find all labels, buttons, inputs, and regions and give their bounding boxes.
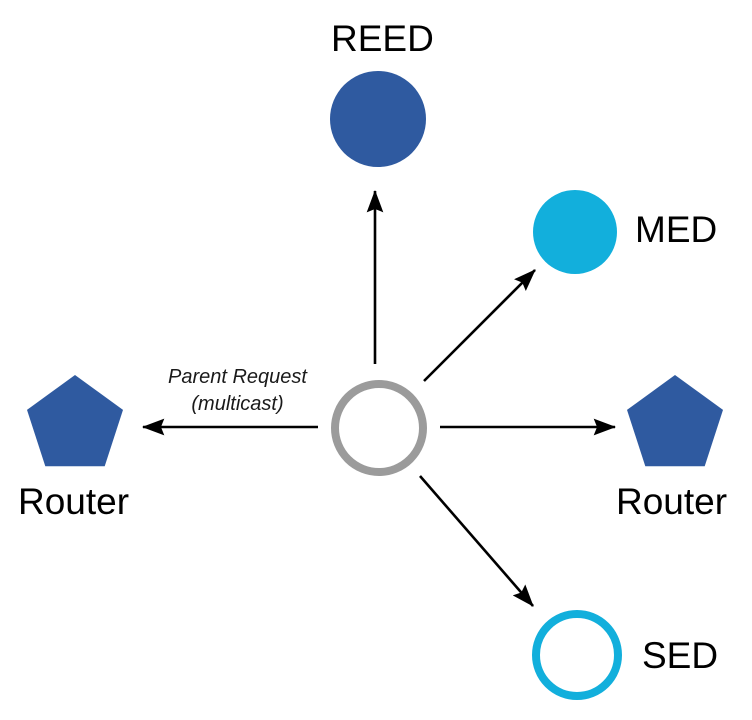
node-label-sed: SED [642, 635, 719, 676]
node-router-right-shape[interactable] [627, 375, 723, 467]
node-label-router-right: Router [616, 481, 728, 522]
node-label-reed: REED [331, 18, 434, 59]
edge-to-sed [419, 475, 534, 607]
node-label-med: MED [635, 209, 718, 250]
edge-label-parent-request: Parent Request (multicast) [145, 364, 330, 418]
node-label-router-left: Router [18, 481, 130, 522]
edge-to-med [423, 269, 536, 382]
edge-label-line-2: (multicast) [191, 393, 284, 415]
node-joining-device-shape[interactable] [331, 380, 427, 476]
node-sed-shape[interactable] [532, 610, 622, 700]
node-reed-shape[interactable] [330, 71, 426, 167]
node-router-left-shape[interactable] [27, 375, 123, 467]
edge-label-line-1: Parent Request [168, 366, 307, 388]
node-med-shape[interactable] [533, 190, 617, 274]
